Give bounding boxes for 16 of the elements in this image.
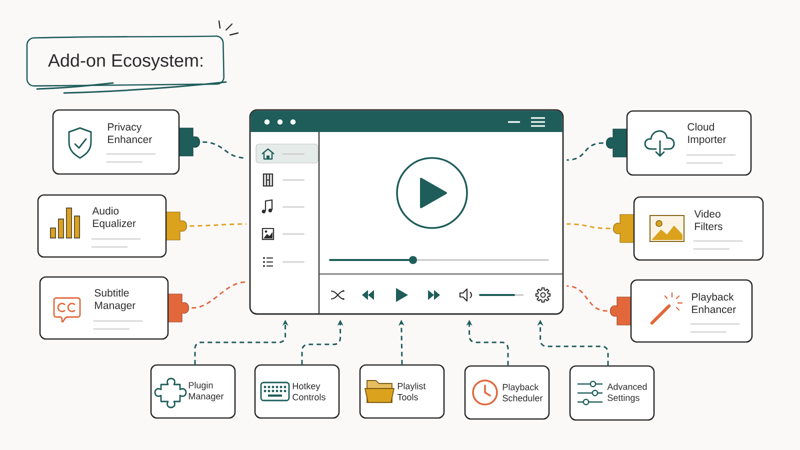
addon-card: Cloud Importer: [626, 110, 752, 176]
connector-line: [566, 142, 604, 161]
addon-card: Playback Scheduler: [464, 365, 550, 420]
addon-card: Audio Equalizer: [37, 194, 167, 258]
title-box: Add-on Ecosystem:: [26, 36, 227, 94]
addon-card: Hotkey Controls: [254, 364, 340, 419]
connector-line: [566, 223, 610, 230]
connector-line: [190, 223, 246, 227]
connector-line: [192, 281, 246, 309]
connector-line: [566, 285, 608, 312]
addon-card: Advanced Settings: [569, 365, 655, 421]
addon-card: Subtitle Manager: [39, 276, 169, 340]
addon-card: Playback Enhancer: [630, 279, 753, 343]
addon-card: Privacy Enhancer: [52, 109, 180, 175]
addon-card: Plugin Manager: [150, 364, 236, 419]
connector-line: [202, 141, 246, 159]
